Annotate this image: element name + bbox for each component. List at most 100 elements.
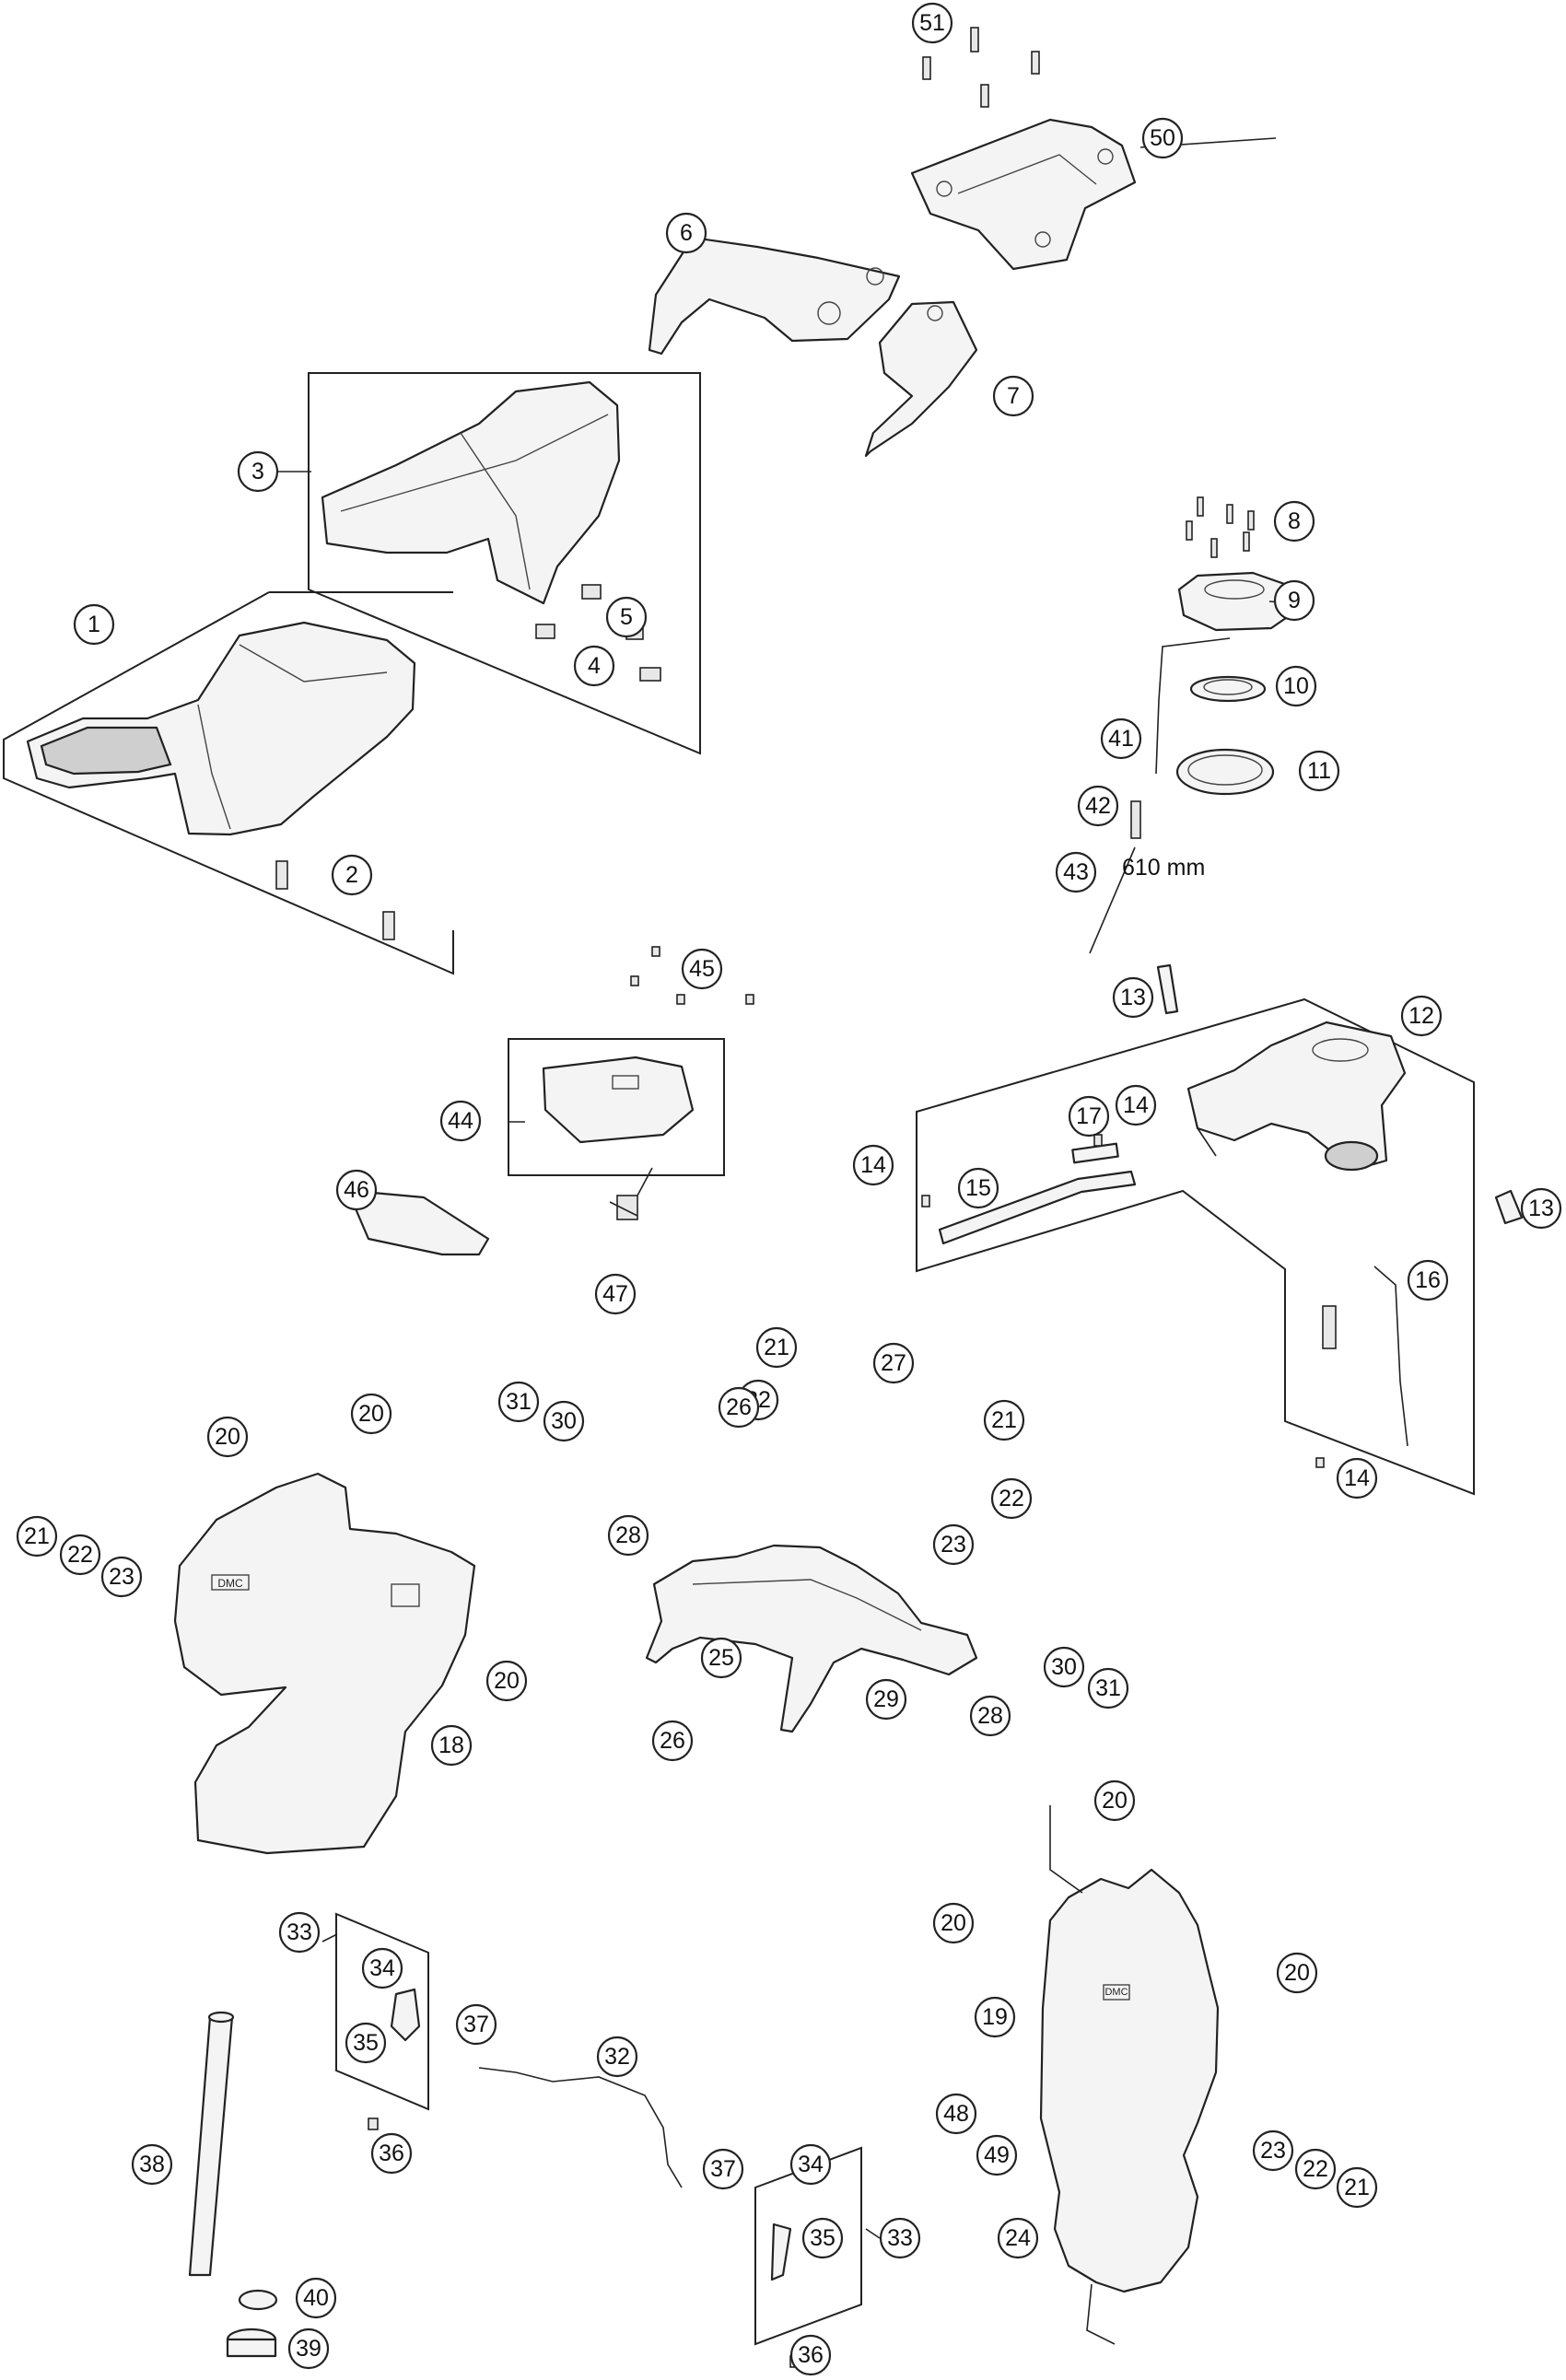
cover-46: [353, 1191, 490, 1256]
callout-2: 2: [331, 854, 373, 896]
callout-22-d: 22: [1294, 2148, 1337, 2190]
svg-text:50: 50: [1150, 125, 1175, 151]
callout-29: 29: [865, 1678, 907, 1721]
callout-21-a: 21: [755, 1326, 798, 1369]
callout-7: 7: [992, 375, 1034, 417]
subframe-25: [645, 1544, 978, 1733]
tank-brand-label-right: DMC: [1104, 1987, 1128, 1998]
svg-text:23: 23: [941, 1532, 966, 1558]
svg-text:51: 51: [919, 10, 945, 36]
callout-25: 25: [700, 1637, 742, 1679]
callout-15: 15: [957, 1167, 999, 1209]
tank-left-18: DMC: [173, 1472, 476, 1855]
callout-36-b: 36: [789, 2334, 832, 2376]
parts-14: [921, 1134, 1325, 1468]
svg-text:2: 2: [345, 862, 358, 888]
callout-28-a: 28: [607, 1514, 649, 1557]
svg-text:24: 24: [1005, 2225, 1031, 2251]
svg-text:4: 4: [588, 653, 601, 679]
callout-34-b: 34: [789, 2143, 832, 2186]
callout-45: 45: [681, 948, 723, 990]
svg-text:12: 12: [1408, 1003, 1434, 1029]
callout-20-f: 20: [1276, 1952, 1318, 1994]
callout-16: 16: [1407, 1259, 1449, 1301]
callout-14-c: 14: [1336, 1457, 1378, 1499]
callout-23-a: 23: [932, 1523, 975, 1566]
hose-32: [478, 2067, 683, 2188]
svg-text:37: 37: [710, 2156, 736, 2182]
callout-20-e: 20: [932, 1902, 975, 1944]
callout-34-a: 34: [361, 1947, 403, 1989]
svg-text:23: 23: [1260, 2138, 1286, 2164]
svg-text:35: 35: [810, 2225, 836, 2251]
callout-39: 39: [287, 2328, 330, 2370]
svg-text:32: 32: [604, 2044, 630, 2070]
svg-text:20: 20: [358, 1401, 384, 1427]
callout-40: 40: [295, 2277, 337, 2319]
pipe-16: [1322, 1266, 1408, 1447]
svg-text:19: 19: [982, 2004, 1008, 2030]
box-44-frame: [508, 1038, 725, 1176]
callout-31-a: 31: [497, 1381, 540, 1423]
svg-text:30: 30: [1051, 1654, 1077, 1680]
hose-15: [938, 1170, 1137, 1245]
svg-text:20: 20: [1102, 1788, 1128, 1814]
callout-51: 51: [911, 2, 953, 44]
bolts-51: [922, 27, 1040, 108]
svg-text:25: 25: [708, 1645, 734, 1671]
grab-handle-7: [864, 300, 978, 458]
callout-23-b: 23: [100, 1556, 143, 1598]
svg-text:5: 5: [620, 604, 633, 630]
svg-text:44: 44: [448, 1108, 473, 1134]
svg-text:21: 21: [24, 1523, 50, 1549]
svg-text:34: 34: [798, 2152, 824, 2177]
svg-text:43: 43: [1063, 859, 1089, 885]
screws-45: [630, 946, 754, 1005]
svg-text:23: 23: [109, 1564, 134, 1590]
callout-1: 1: [73, 603, 115, 646]
svg-text:36: 36: [379, 2141, 404, 2166]
svg-text:47: 47: [602, 1281, 628, 1307]
svg-text:16: 16: [1415, 1267, 1441, 1293]
callout-30-b: 30: [1043, 1646, 1085, 1688]
svg-text:30: 30: [551, 1408, 577, 1434]
callouts: 51 50 6 7 3 8 9 5 1 4 10 41 11 42 2 43 4…: [16, 2, 1562, 2376]
callout-13-top: 13: [1112, 976, 1154, 1019]
rear-seat-group-frame: [308, 372, 701, 755]
callout-20-d: 20: [1093, 1779, 1136, 1822]
svg-text:6: 6: [680, 220, 693, 246]
callout-13-right: 13: [1520, 1187, 1562, 1230]
svg-text:33: 33: [887, 2225, 913, 2251]
svg-text:22: 22: [999, 1486, 1024, 1511]
svg-text:8: 8: [1288, 508, 1301, 534]
callout-36-a: 36: [370, 2132, 413, 2175]
callout-9: 9: [1273, 579, 1315, 622]
svg-text:20: 20: [494, 1668, 520, 1694]
ring-10: [1189, 675, 1267, 703]
callout-37-b: 37: [702, 2148, 744, 2190]
svg-text:9: 9: [1288, 588, 1301, 613]
svg-text:26: 26: [726, 1394, 752, 1420]
svg-text:27: 27: [881, 1350, 906, 1376]
svg-text:10: 10: [1283, 673, 1309, 699]
front-seat-1: [26, 621, 416, 836]
svg-text:40: 40: [303, 2285, 329, 2311]
seal-40: [238, 2289, 278, 2311]
fitting-left: [390, 1988, 421, 2042]
svg-text:28: 28: [615, 1522, 641, 1548]
svg-text:1: 1: [88, 612, 100, 637]
svg-text:18: 18: [438, 1732, 464, 1758]
callout-38: 38: [131, 2143, 173, 2186]
svg-text:21: 21: [1344, 2175, 1370, 2200]
callout-31-b: 31: [1087, 1667, 1129, 1709]
module-44: [542, 1056, 695, 1144]
svg-text:39: 39: [296, 2336, 321, 2362]
ring-11: [1175, 748, 1275, 796]
callout-18: 18: [430, 1724, 473, 1767]
svg-text:21: 21: [764, 1335, 789, 1360]
svg-text:35: 35: [353, 2030, 379, 2056]
svg-text:28: 28: [977, 1703, 1003, 1729]
svg-text:13: 13: [1120, 985, 1146, 1010]
svg-text:29: 29: [873, 1686, 899, 1712]
